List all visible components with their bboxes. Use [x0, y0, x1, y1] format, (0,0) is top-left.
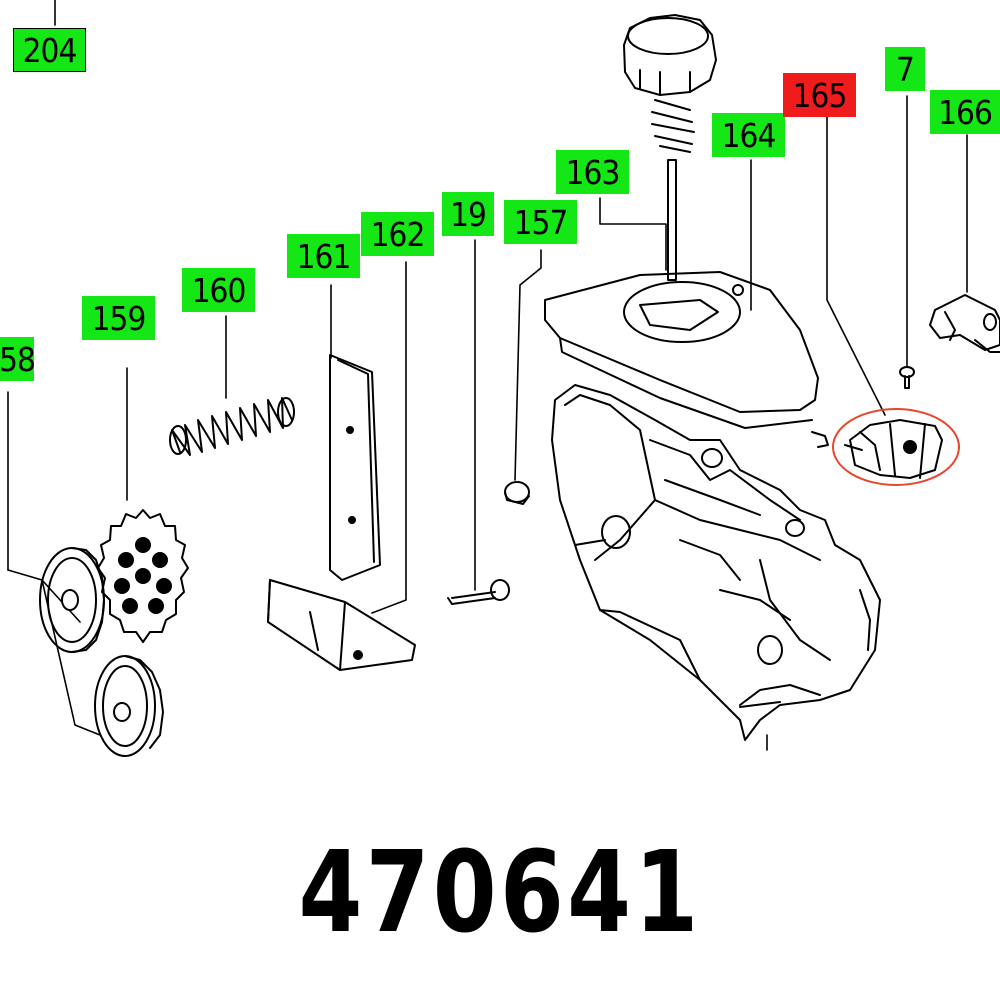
callout-19: 19 [442, 192, 494, 236]
highlight-ring [832, 408, 960, 486]
compression-spring [169, 397, 295, 456]
clamp-connector [929, 294, 1000, 353]
sprocket-gear [97, 509, 189, 643]
callout-157: 157 [504, 200, 577, 244]
callout-164: 164 [712, 113, 785, 157]
gear-pair [39, 547, 164, 757]
guide-plate [329, 354, 381, 581]
screw [447, 579, 510, 605]
callout-58: 58 [0, 337, 36, 381]
angle-bracket [267, 579, 416, 671]
callout-162: 162 [361, 212, 434, 256]
main-housing [551, 384, 881, 741]
bushing [504, 481, 530, 505]
adjustment-knob [623, 14, 717, 281]
callout-204: 204 [13, 28, 86, 72]
callout-161: 161 [287, 234, 360, 278]
callout-165: 165 [783, 73, 856, 117]
small-screw [899, 366, 915, 389]
top-cover [544, 271, 819, 429]
callout-7: 7 [885, 47, 925, 91]
callout-166: 166 [930, 90, 1000, 134]
part-number: 470641 [298, 828, 702, 958]
callout-160: 160 [182, 268, 255, 312]
callout-159: 159 [82, 296, 155, 340]
locking-latch [844, 419, 943, 479]
leader-lines [7, 0, 968, 751]
callout-163: 163 [556, 150, 629, 194]
